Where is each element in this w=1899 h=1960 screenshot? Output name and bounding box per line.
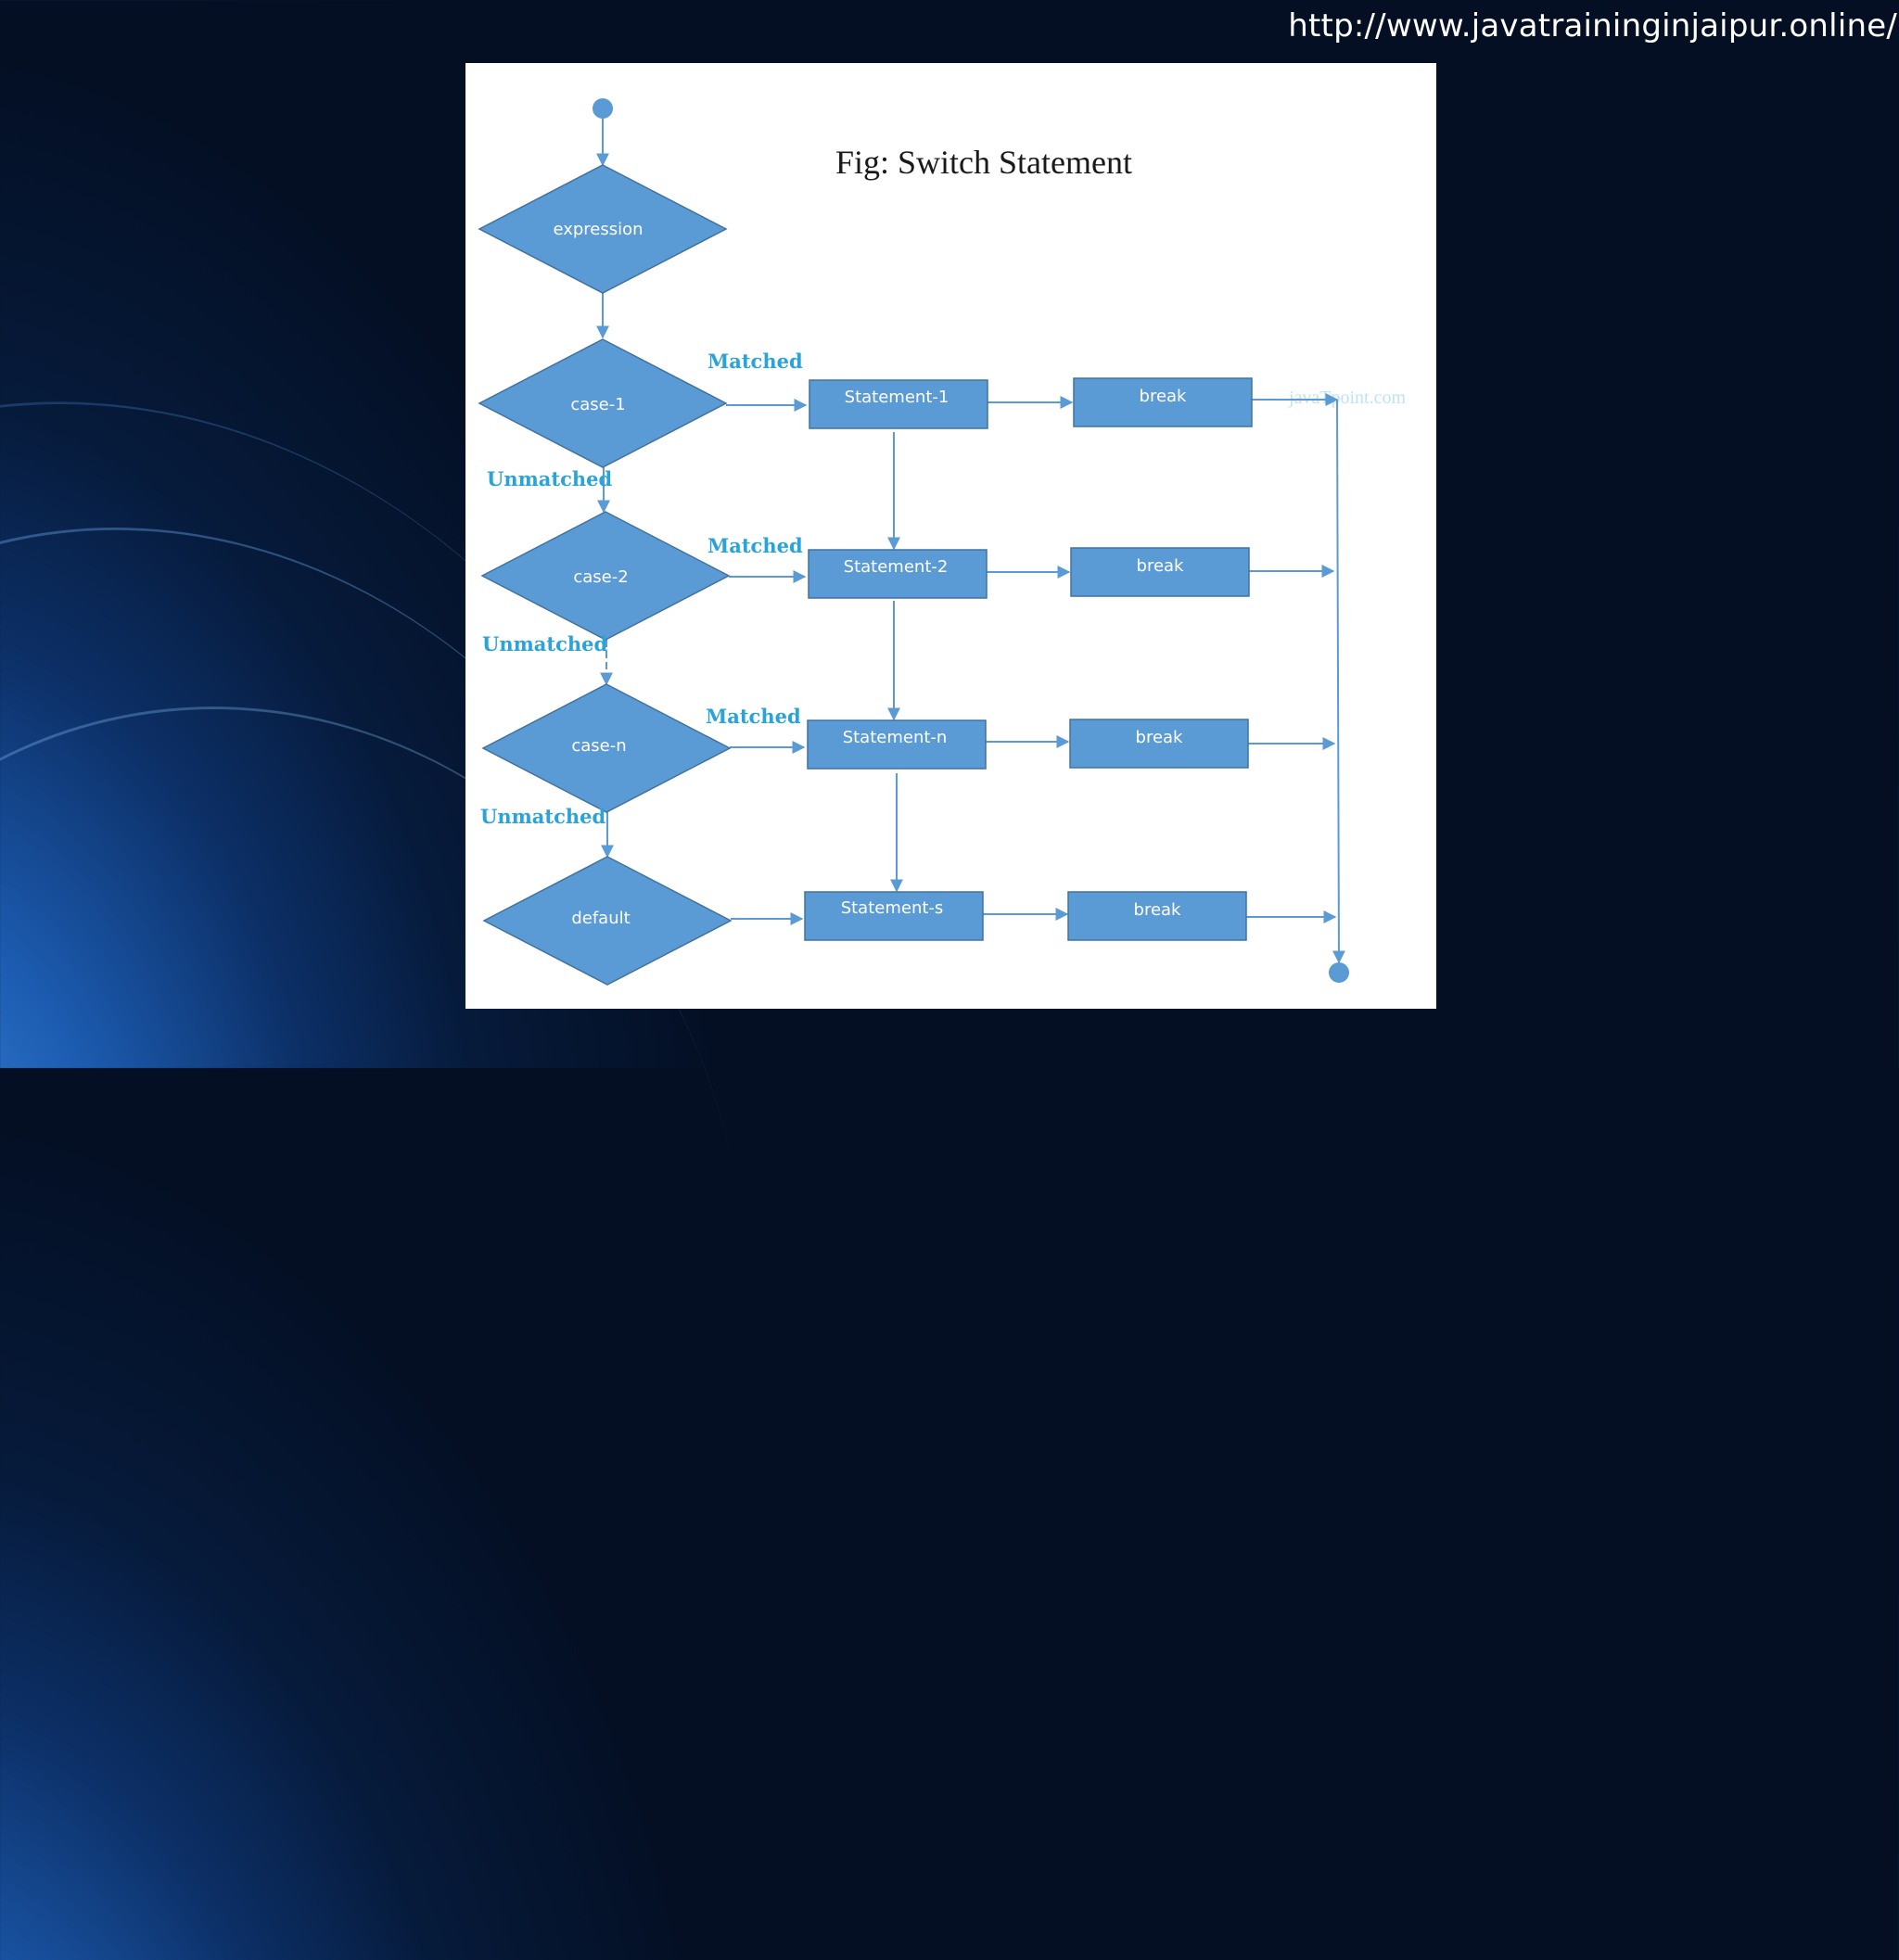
process-break1-label: break [1140,387,1188,406]
process-statement2: Statement-2 [808,549,988,599]
decision-expression-label: expression [553,220,643,239]
edge-label-unmatched-case1: Unmatched [487,467,613,490]
process-breaks-label: break [1134,900,1182,920]
decision-case1-label: case-1 [570,395,625,414]
process-statement1: Statement-1 [809,379,988,429]
edge-label-matched-case2: Matched [707,534,803,557]
decision-case1: case-1 [478,338,728,468]
decision-casen-label: case-n [571,736,626,756]
process-breaks: break [1067,891,1247,941]
process-statementn-label: Statement-n [843,728,948,747]
edge-collector-end [1332,399,1345,964]
edge-label-matched-case1: Matched [707,350,803,373]
edges [596,119,1345,964]
process-statement2-label: Statement-2 [844,557,949,577]
process-break1: break [1073,377,1253,427]
decision-casen: case-n [481,683,732,813]
switch-flowchart: Fig: Switch Statement javaTpoint.com [478,98,1407,986]
watermark: javaTpoint.com [1288,388,1407,408]
decision-default: default [482,856,733,986]
decision-expression: expression [478,164,728,294]
site-url: http://www.javatraininginjaipur.online/ [1288,7,1897,45]
edge-label-unmatched-case2: Unmatched [482,632,608,655]
diagram-title: Fig: Switch Statement [835,144,1132,181]
start-node [593,98,613,119]
process-statementn: Statement-n [807,719,987,770]
end-node [1329,962,1349,983]
process-break2-label: break [1137,556,1185,576]
process-statement1-label: Statement-1 [845,388,950,407]
process-statements-label: Statement-s [841,898,944,918]
process-breakn-label: break [1136,728,1184,747]
decision-case2-label: case-2 [573,567,628,587]
decision-case2: case-2 [480,511,731,641]
process-break2: break [1070,547,1250,597]
edge-label-matched-casen: Matched [706,705,801,728]
process-breakn: break [1069,719,1249,769]
decision-default-label: default [571,909,630,928]
diagram-card: Fig: Switch Statement javaTpoint.com [465,63,1436,1009]
process-statements: Statement-s [804,891,984,941]
edge-label-unmatched-casen: Unmatched [480,805,606,828]
